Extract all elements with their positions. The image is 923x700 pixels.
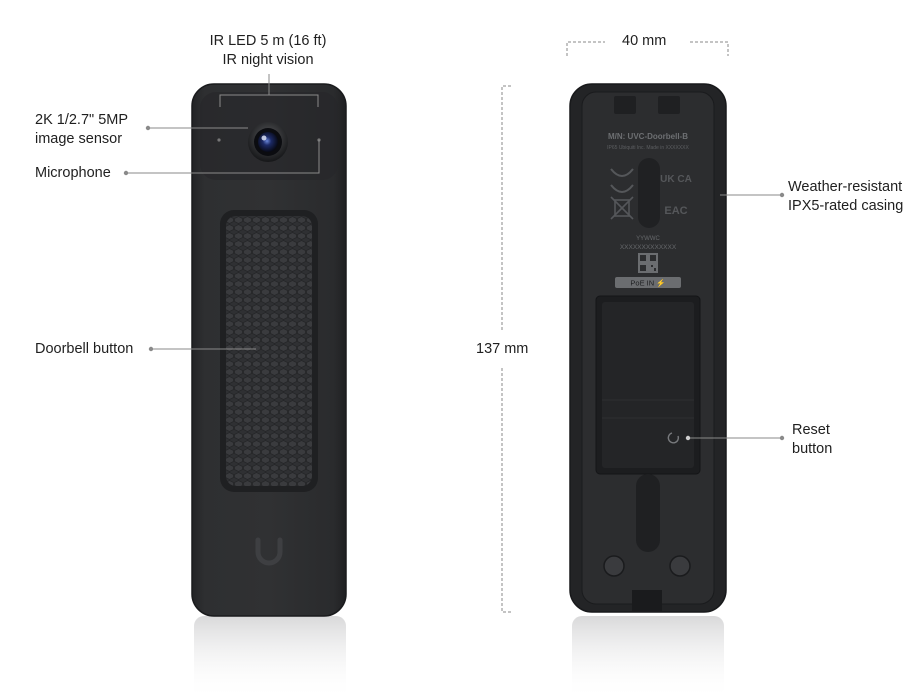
reset-button-label: Reset button [792, 421, 832, 459]
date-code-text: YYWWC [636, 236, 660, 242]
sensor-callout-dot [145, 125, 151, 131]
back-device: M/N: UVC-Doorbell-B IP65 Ubiquiti Inc. M… [569, 83, 727, 700]
casing-label-line1: Weather-resistant [788, 179, 903, 195]
width-dim-right [690, 41, 729, 56]
bin-crossed-icon [610, 196, 634, 220]
screw-right-icon [669, 555, 691, 577]
back-info-text: IP65 Ubiquiti Inc. Made in XXXXXXX [607, 145, 689, 151]
ir-led-left [217, 138, 221, 142]
doorbell-button-pad [226, 216, 312, 486]
poe-label: PoE IN ⚡ [630, 279, 665, 288]
recycle-mark-icon [610, 184, 634, 193]
back-bottom-slot [636, 474, 660, 552]
camera-lens-icon [258, 132, 278, 152]
dimension-lines [501, 41, 729, 613]
height-dimension-label: 137 mm [476, 341, 529, 357]
sensor-label-line2: image sensor [35, 131, 123, 147]
reset-callout-dot [779, 435, 785, 441]
callout-dots [123, 125, 785, 441]
back-top-slot [638, 158, 660, 228]
microphone-callout-line [126, 140, 320, 174]
top-clip-left [614, 96, 636, 114]
ir-led-label: IR LED 5 m (16 ft) IR night vision [196, 32, 340, 70]
microphone-label: Microphone [35, 165, 111, 181]
front-device [191, 83, 347, 700]
ukca-mark: UK CA [660, 174, 692, 185]
ubiquiti-logo-icon [255, 537, 283, 566]
casing-label-line2: IPX5-rated casing [788, 198, 904, 214]
reset-label-line1: Reset [792, 422, 830, 438]
mount-cavity-inner [602, 302, 694, 468]
reset-hole [685, 435, 691, 441]
back-reflection [572, 616, 724, 700]
back-model-text: M/N: UVC-Doorbell-B [608, 132, 688, 141]
sensor-label-line1: 2K 1/2.7" 5MP [35, 112, 129, 128]
lens-highlight [261, 135, 267, 141]
width-dim-left [566, 41, 605, 56]
top-clip-right [658, 96, 680, 114]
callout-lines [126, 74, 782, 439]
casing-label: Weather-resistant IPX5-rated casing [788, 178, 903, 216]
doorbell-button-label: Doorbell button [35, 341, 134, 357]
height-dim-top [501, 85, 511, 332]
serial-text: XXXXXXXXXXXXX [620, 244, 677, 251]
sensor-label: 2K 1/2.7" 5MP image sensor [35, 111, 128, 149]
screw-left-icon [603, 555, 625, 577]
poe-label-bg [615, 277, 681, 288]
front-reflection [194, 616, 346, 700]
bottom-notch [632, 590, 662, 612]
reset-label-line2: button [792, 441, 833, 457]
microphone-callout-dot [123, 170, 129, 176]
ir-led-label-line2: IR night vision [222, 52, 314, 68]
doorbell-callout-dot [148, 346, 154, 352]
reset-symbol-icon [667, 432, 680, 444]
ir-led-label-line1: IR LED 5 m (16 ft) [209, 33, 327, 49]
casing-callout-dot [779, 192, 785, 198]
weee-mark-icon [610, 168, 634, 177]
height-dim-bottom [501, 368, 511, 613]
eac-mark: EAC [664, 205, 687, 217]
width-dimension-label: 40 mm [622, 33, 667, 49]
qr-code-icon [638, 253, 658, 273]
